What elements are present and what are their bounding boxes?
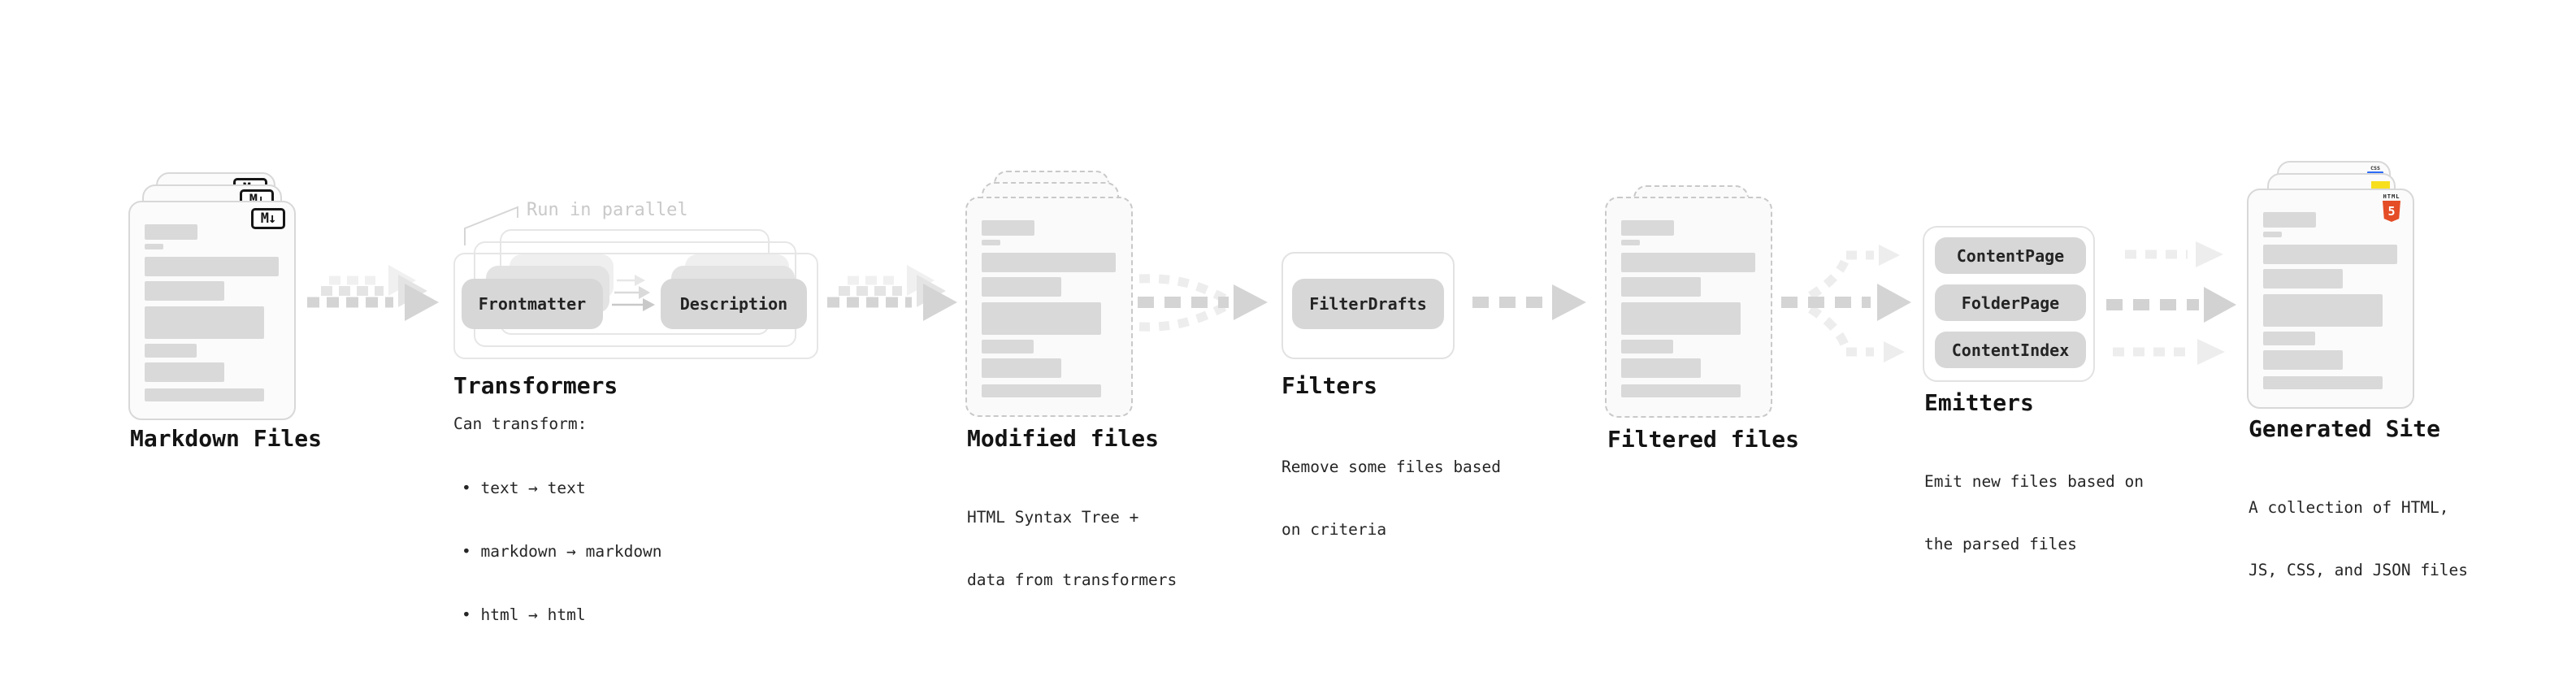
transformer-layer-frame-front bbox=[453, 253, 818, 359]
text-placeholder-bar bbox=[1621, 302, 1741, 335]
text-placeholder-bar bbox=[145, 362, 224, 382]
text-placeholder-bar bbox=[982, 358, 1061, 378]
modified-files-caption: HTML Syntax Tree + data from transformer… bbox=[967, 466, 1177, 631]
stage-label-markdown-files: Markdown Files bbox=[130, 425, 323, 452]
filterdrafts-node: FilterDrafts bbox=[1292, 279, 1444, 329]
generated-site-card: HTML 5 bbox=[2247, 189, 2414, 409]
emitters-caption: Emit new files based on the parsed files bbox=[1924, 430, 2144, 596]
text-placeholder-bar bbox=[145, 244, 163, 249]
arrow-modified-to-filters bbox=[1138, 274, 1268, 332]
transformers-bullets: • text → text • markdown → markdown • ht… bbox=[462, 436, 662, 668]
bullet-item: • markdown → markdown bbox=[462, 542, 662, 561]
stage-label-emitters: Emitters bbox=[1924, 389, 2034, 416]
markdown-file-card: M↓ bbox=[128, 201, 296, 420]
js-file-icon bbox=[2371, 181, 2390, 189]
folderpage-node: FolderPage bbox=[1935, 284, 2086, 321]
text-placeholder-bar bbox=[982, 240, 1000, 245]
text-placeholder-bar bbox=[982, 253, 1116, 272]
stage-label-generated-site: Generated Site bbox=[2249, 415, 2441, 442]
css-file-icon: CSS bbox=[2367, 166, 2383, 174]
contentindex-node: ContentIndex bbox=[1935, 332, 2086, 368]
text-placeholder-bar bbox=[2263, 376, 2383, 389]
run-in-parallel-note: Run in parallel bbox=[527, 200, 688, 220]
text-placeholder-bar bbox=[1621, 340, 1673, 354]
text-placeholder-bar bbox=[1621, 277, 1701, 297]
text-placeholder-bar bbox=[982, 340, 1034, 354]
text-placeholder-bar bbox=[1621, 220, 1674, 236]
stage-label-modified-files: Modified files bbox=[967, 425, 1160, 452]
bullet-item: • text → text bbox=[462, 479, 586, 497]
parallel-mini-arrows bbox=[612, 275, 655, 311]
caption-line: JS, CSS, and JSON files bbox=[2249, 560, 2469, 579]
text-placeholder-bar bbox=[2263, 232, 2282, 237]
description-node: Description bbox=[661, 279, 807, 329]
text-placeholder-bar bbox=[145, 306, 264, 339]
text-placeholder-bar bbox=[2263, 294, 2383, 327]
arrow-emitters-to-generated bbox=[2106, 241, 2236, 365]
text-placeholder-bar bbox=[145, 388, 264, 401]
frontmatter-node: Frontmatter bbox=[462, 279, 603, 329]
text-placeholder-bar bbox=[1621, 253, 1755, 272]
arrow-markdown-to-transformers bbox=[307, 265, 439, 321]
stage-label-filters: Filters bbox=[1281, 372, 1378, 399]
caption-line: HTML Syntax Tree + bbox=[967, 508, 1139, 527]
text-placeholder-bar bbox=[2263, 269, 2343, 288]
text-placeholder-bar bbox=[145, 344, 197, 358]
text-placeholder-bar bbox=[1621, 358, 1701, 378]
caption-line: the parsed files bbox=[1924, 534, 2077, 553]
arrow-transformers-to-modified bbox=[827, 265, 957, 321]
text-placeholder-bar bbox=[2263, 245, 2397, 264]
text-placeholder-bar bbox=[145, 224, 197, 240]
arrow-filters-to-filtered bbox=[1472, 284, 1586, 320]
run-in-parallel-callout-line bbox=[464, 206, 518, 245]
transformers-caption: Can transform: bbox=[453, 414, 588, 433]
stage-label-filtered-files: Filtered files bbox=[1607, 426, 1800, 453]
markdown-icon: M↓ bbox=[251, 208, 285, 229]
caption-line: Emit new files based on bbox=[1924, 472, 2144, 491]
filtered-file-card bbox=[1605, 197, 1772, 418]
text-placeholder-bar bbox=[145, 257, 279, 276]
text-placeholder-bar bbox=[2263, 212, 2316, 228]
arrow-filtered-to-emitters bbox=[1781, 245, 1911, 362]
bullet-item: • html → html bbox=[462, 605, 586, 624]
text-placeholder-bar bbox=[2263, 350, 2343, 370]
text-placeholder-bar bbox=[145, 281, 224, 301]
text-placeholder-bar bbox=[2263, 332, 2315, 345]
generated-site-caption: A collection of HTML, JS, CSS, and JSON … bbox=[2249, 456, 2468, 622]
caption-line: on criteria bbox=[1281, 519, 1387, 539]
text-placeholder-bar bbox=[1621, 240, 1640, 245]
text-placeholder-bar bbox=[982, 277, 1061, 297]
html5-icon: HTML 5 bbox=[2382, 194, 2401, 222]
caption-line: A collection of HTML, bbox=[2249, 498, 2449, 517]
text-placeholder-bar bbox=[982, 384, 1101, 397]
filters-caption: Remove some files based on criteria bbox=[1281, 415, 1501, 581]
stage-label-transformers: Transformers bbox=[453, 372, 618, 399]
text-placeholder-bar bbox=[982, 302, 1101, 335]
text-placeholder-bar bbox=[982, 220, 1034, 236]
modified-file-card bbox=[965, 197, 1133, 417]
text-placeholder-bar bbox=[1621, 384, 1741, 397]
caption-line: Remove some files based bbox=[1281, 458, 1502, 476]
caption-line: data from transformers bbox=[967, 570, 1177, 589]
contentpage-node: ContentPage bbox=[1935, 237, 2086, 274]
